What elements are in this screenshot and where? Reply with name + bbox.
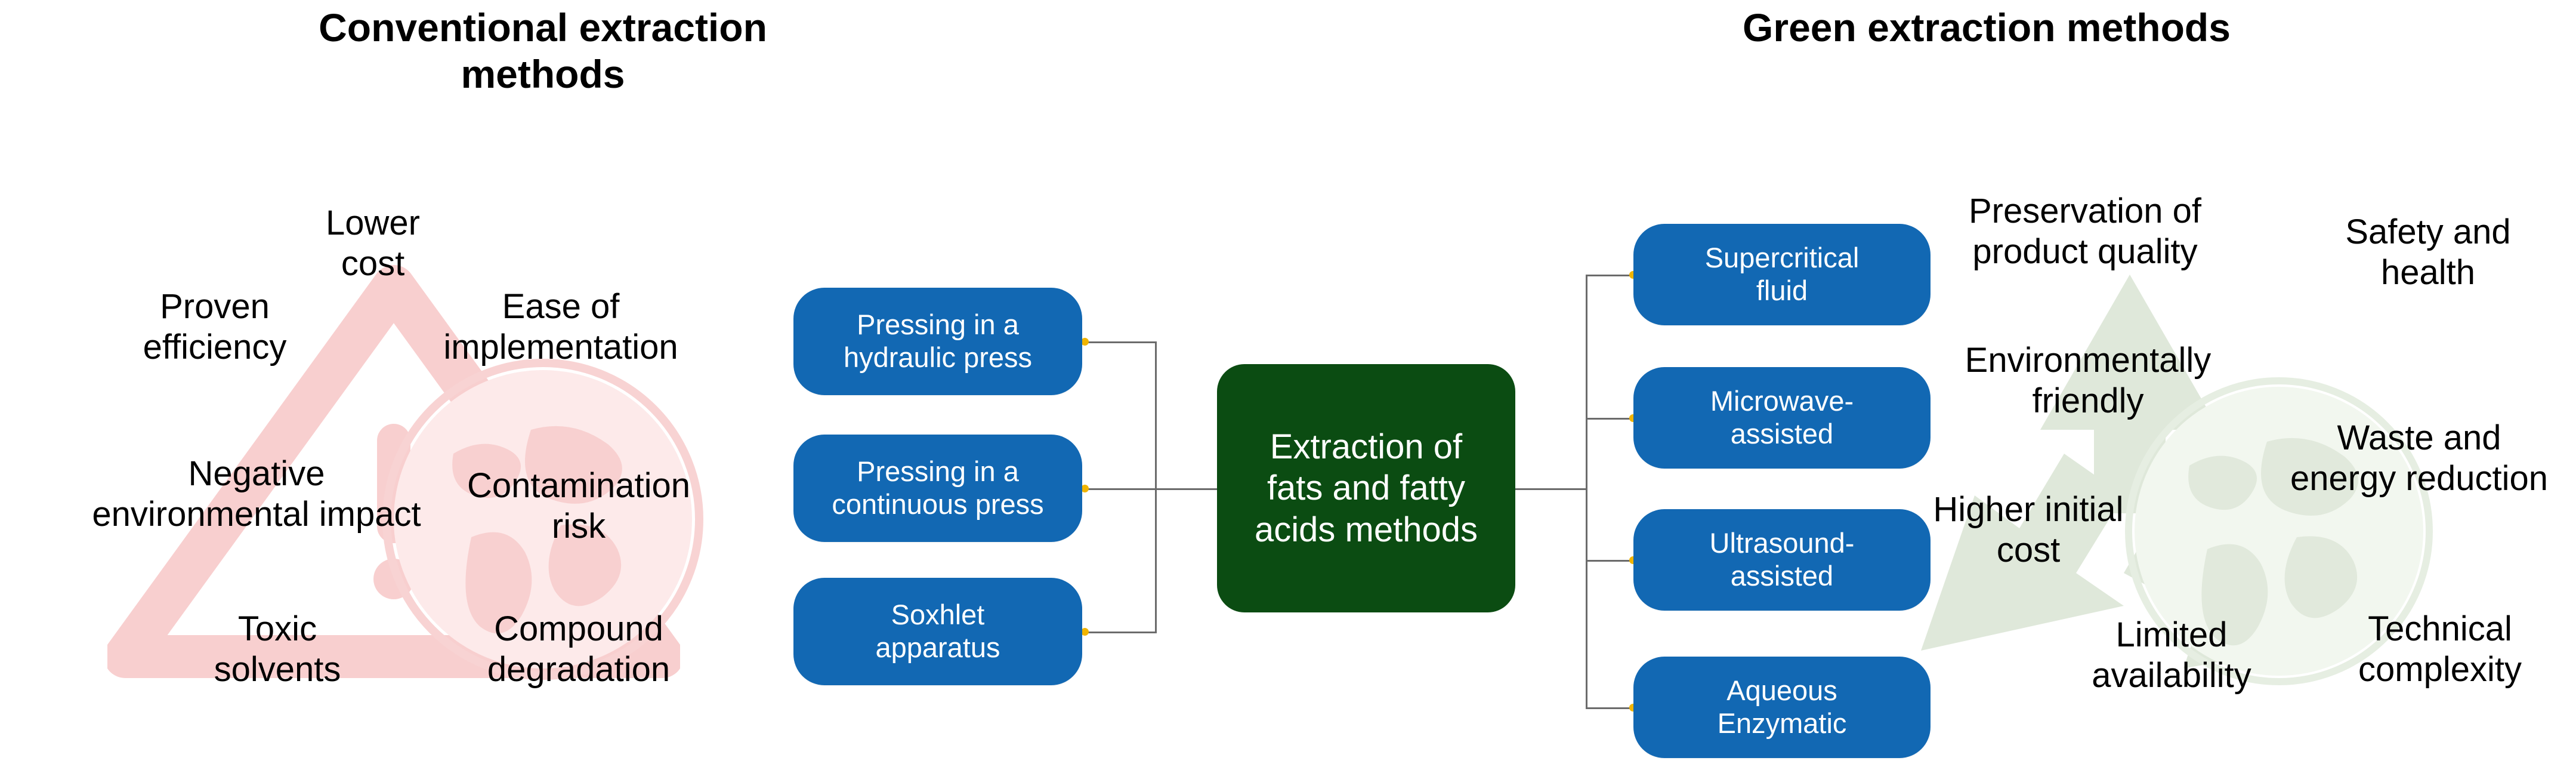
label-waste-and-energy-reduction: Waste and energy reduction <box>2290 418 2549 498</box>
label-environmentally-friendly: Environmentally friendly <box>1965 341 2211 421</box>
connector-dot-left-3 <box>1081 628 1089 636</box>
page-title-conventional: Conventional extraction methods <box>319 5 767 96</box>
connector-center-to-right <box>1515 488 1587 490</box>
connector-right-bus <box>1586 275 1587 709</box>
node-aqueous-enzymatic[interactable]: Aqueous Enzymatic <box>1633 657 1931 758</box>
node-supercritical-fluid[interactable]: Supercritical fluid <box>1633 224 1931 325</box>
connector-dot-left-2 <box>1081 485 1089 492</box>
connector-right-2 <box>1586 418 1633 420</box>
connector-right-3 <box>1586 560 1633 562</box>
node-soxhlet-apparatus[interactable]: Soxhlet apparatus <box>793 578 1082 685</box>
label-contamination-risk: Contamination risk <box>467 466 690 546</box>
label-technical-complexity: Technical complexity <box>2358 609 2522 689</box>
connector-left-to-center <box>1155 488 1221 490</box>
connector-right-4 <box>1586 707 1633 709</box>
label-toxic-solvents: Toxic solvents <box>214 609 341 689</box>
label-ease-of-implementation: Ease of implementation <box>443 287 678 367</box>
node-ultrasound-assisted[interactable]: Ultrasound- assisted <box>1633 509 1931 611</box>
node-pressing-continuous-press[interactable]: Pressing in a continuous press <box>793 435 1082 542</box>
label-preservation-of-product-quality: Preservation of product quality <box>1968 192 2202 272</box>
page-title-green: Green extraction methods <box>1743 5 2231 50</box>
label-safety-and-health: Safety and health <box>2345 212 2511 292</box>
label-negative-environmental-impact: Negative environmental impact <box>92 454 421 534</box>
node-microwave-assisted[interactable]: Microwave- assisted <box>1633 367 1931 469</box>
connector-left-1 <box>1085 341 1156 343</box>
label-lower-cost: Lower cost <box>326 204 420 284</box>
label-compound-degradation: Compound degradation <box>487 609 671 689</box>
connector-dot-left-1 <box>1081 338 1089 346</box>
connector-left-bus <box>1155 341 1157 633</box>
node-extraction-of-fats-and-fatty-acids-methods[interactable]: Extraction of fats and fatty acids metho… <box>1217 364 1515 612</box>
connector-left-2 <box>1085 488 1156 490</box>
label-limited-availability: Limited availability <box>2092 615 2251 695</box>
label-higher-initial-cost: Higher initial cost <box>1933 490 2124 570</box>
label-proven-efficiency: Proven efficiency <box>143 287 287 367</box>
connector-right-1 <box>1586 275 1633 276</box>
connector-left-3 <box>1085 632 1156 633</box>
node-pressing-hydraulic-press[interactable]: Pressing in a hydraulic press <box>793 288 1082 395</box>
